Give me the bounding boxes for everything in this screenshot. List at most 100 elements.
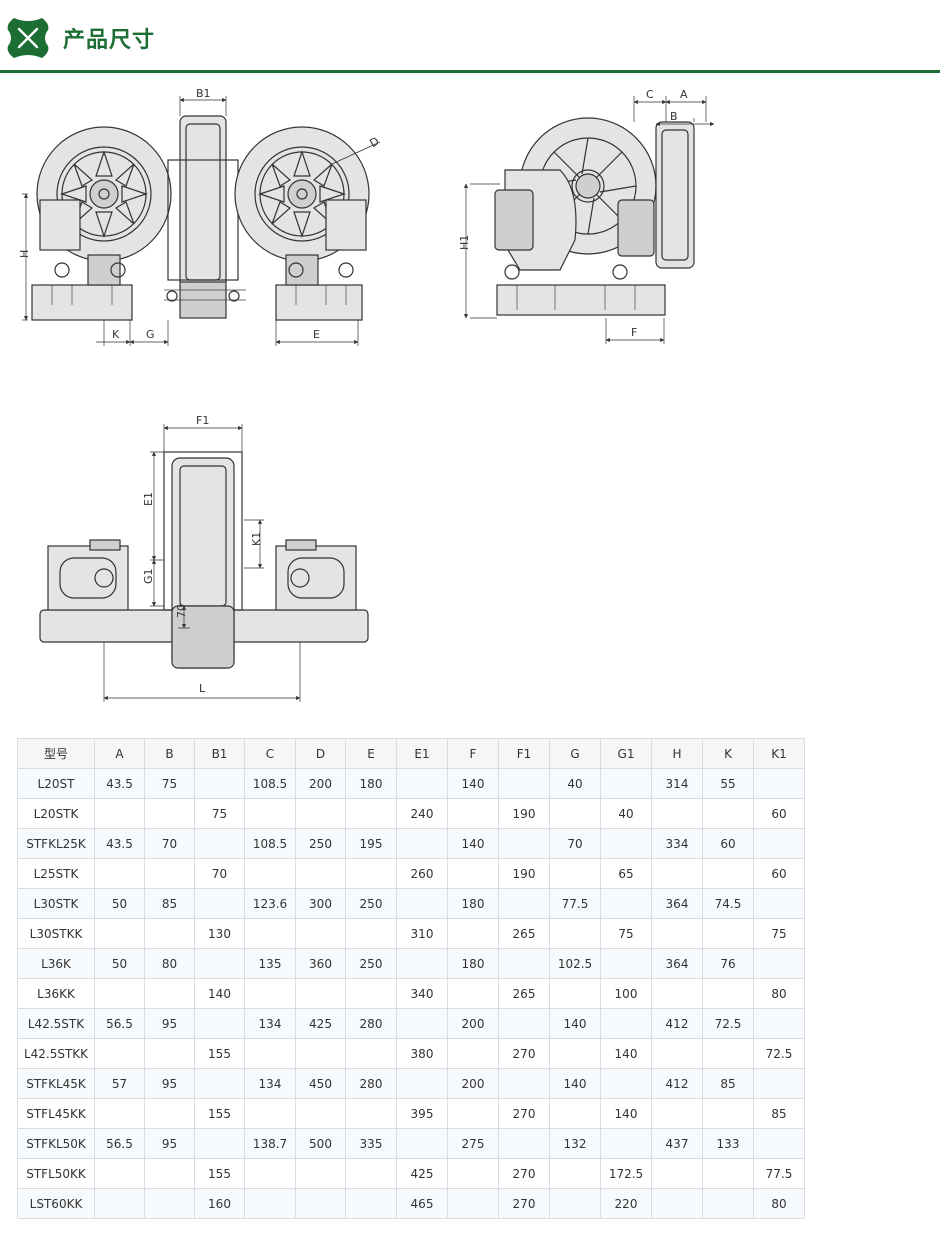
dim-label-d: D xyxy=(368,135,382,151)
table-cell: 70 xyxy=(194,858,245,889)
dim-label-b: B xyxy=(670,110,678,123)
table-cell xyxy=(447,798,499,829)
table-cell: 134 xyxy=(244,1068,296,1099)
table-cell: 314 xyxy=(651,768,703,799)
table-cell: 95 xyxy=(144,1068,195,1099)
table-cell: L42.5STKK xyxy=(17,1038,95,1069)
table-cell xyxy=(295,1098,346,1129)
table-cell: 200 xyxy=(447,1068,499,1099)
page-title: 产品尺寸 xyxy=(63,28,156,53)
table-cell: L20ST xyxy=(17,768,95,799)
table-cell xyxy=(244,798,296,829)
table-cell xyxy=(651,1188,703,1219)
table-cell: 100 xyxy=(600,978,652,1009)
table-cell: L25STK xyxy=(17,858,95,889)
dim-label-c: C xyxy=(646,88,654,101)
dim-label-h1: H1 xyxy=(458,235,471,250)
table-cell xyxy=(396,948,448,979)
table-cell: STFKL45K xyxy=(17,1068,95,1099)
table-cell: 123.6 xyxy=(244,888,296,919)
table-cell: 50 xyxy=(94,948,145,979)
table-cell xyxy=(600,1068,652,1099)
table-cell: 250 xyxy=(345,888,397,919)
table-cell xyxy=(549,918,601,949)
table-cell: LST60KK xyxy=(17,1188,95,1219)
table-cell xyxy=(345,978,397,1009)
table-cell xyxy=(549,858,601,889)
table-cell xyxy=(651,918,703,949)
dim-label-f1: F1 xyxy=(196,414,209,427)
table-cell xyxy=(194,828,245,859)
table-cell: 108.5 xyxy=(244,768,296,799)
table-cell xyxy=(244,1188,296,1219)
table-cell: 85 xyxy=(753,1098,805,1129)
table-cell: 155 xyxy=(194,1158,245,1189)
table-cell xyxy=(194,948,245,979)
cross-badge-icon xyxy=(7,18,49,58)
table-cell: 280 xyxy=(345,1068,397,1099)
dim-label-k: K xyxy=(112,328,120,341)
table-cell xyxy=(549,978,601,1009)
table-cell xyxy=(194,1008,245,1039)
table-cell xyxy=(244,858,296,889)
dim-label-70: 70 xyxy=(175,604,188,618)
table-cell xyxy=(144,1098,195,1129)
column-header: K1 xyxy=(753,738,805,769)
table-cell xyxy=(651,1098,703,1129)
table-cell xyxy=(144,798,195,829)
table-cell: 260 xyxy=(396,858,448,889)
table-cell xyxy=(498,768,550,799)
table-cell: 190 xyxy=(498,858,550,889)
table-cell xyxy=(753,1068,805,1099)
table-cell xyxy=(396,1128,448,1159)
side-view-drawing: C A B H1 F xyxy=(458,88,715,344)
column-header: G xyxy=(549,738,601,769)
dim-label-e: E xyxy=(313,328,320,341)
table-cell: 85 xyxy=(144,888,195,919)
table-cell: 95 xyxy=(144,1008,195,1039)
table-cell: 412 xyxy=(651,1008,703,1039)
column-header: 型号 xyxy=(17,738,95,769)
table-cell: 155 xyxy=(194,1098,245,1129)
table-cell xyxy=(702,1158,754,1189)
table-cell xyxy=(345,1098,397,1129)
table-cell xyxy=(702,1098,754,1129)
table-cell: 160 xyxy=(194,1188,245,1219)
column-header: D xyxy=(295,738,346,769)
table-cell xyxy=(753,888,805,919)
column-header: C xyxy=(244,738,296,769)
table-cell: 310 xyxy=(396,918,448,949)
table-cell xyxy=(144,1158,195,1189)
table-cell: 140 xyxy=(549,1068,601,1099)
table-cell: 134 xyxy=(244,1008,296,1039)
table-cell xyxy=(702,918,754,949)
table-cell: 85 xyxy=(702,1068,754,1099)
table-cell xyxy=(600,888,652,919)
table-cell xyxy=(194,888,245,919)
table-cell: 132 xyxy=(549,1128,601,1159)
table-cell xyxy=(295,1188,346,1219)
table-cell xyxy=(702,798,754,829)
table-cell: 95 xyxy=(144,1128,195,1159)
table-cell: 155 xyxy=(194,1038,245,1069)
table-cell: 74.5 xyxy=(702,888,754,919)
bottom-view-drawing: F1 E1 G1 K1 70 L xyxy=(39,414,369,702)
column-header: A xyxy=(94,738,145,769)
dim-label-b1: B1 xyxy=(196,87,211,100)
table-cell xyxy=(396,768,448,799)
table-cell: 275 xyxy=(447,1128,499,1159)
table-cell: L20STK xyxy=(17,798,95,829)
table-cell xyxy=(447,1188,499,1219)
table-cell xyxy=(447,1158,499,1189)
table-cell xyxy=(498,828,550,859)
table-cell xyxy=(651,1038,703,1069)
front-view-drawing: B1 D H K G E xyxy=(18,87,381,346)
table-cell xyxy=(94,798,145,829)
table-cell xyxy=(753,768,805,799)
table-cell: 270 xyxy=(498,1188,550,1219)
table-cell: 140 xyxy=(447,768,499,799)
table-cell xyxy=(702,1038,754,1069)
